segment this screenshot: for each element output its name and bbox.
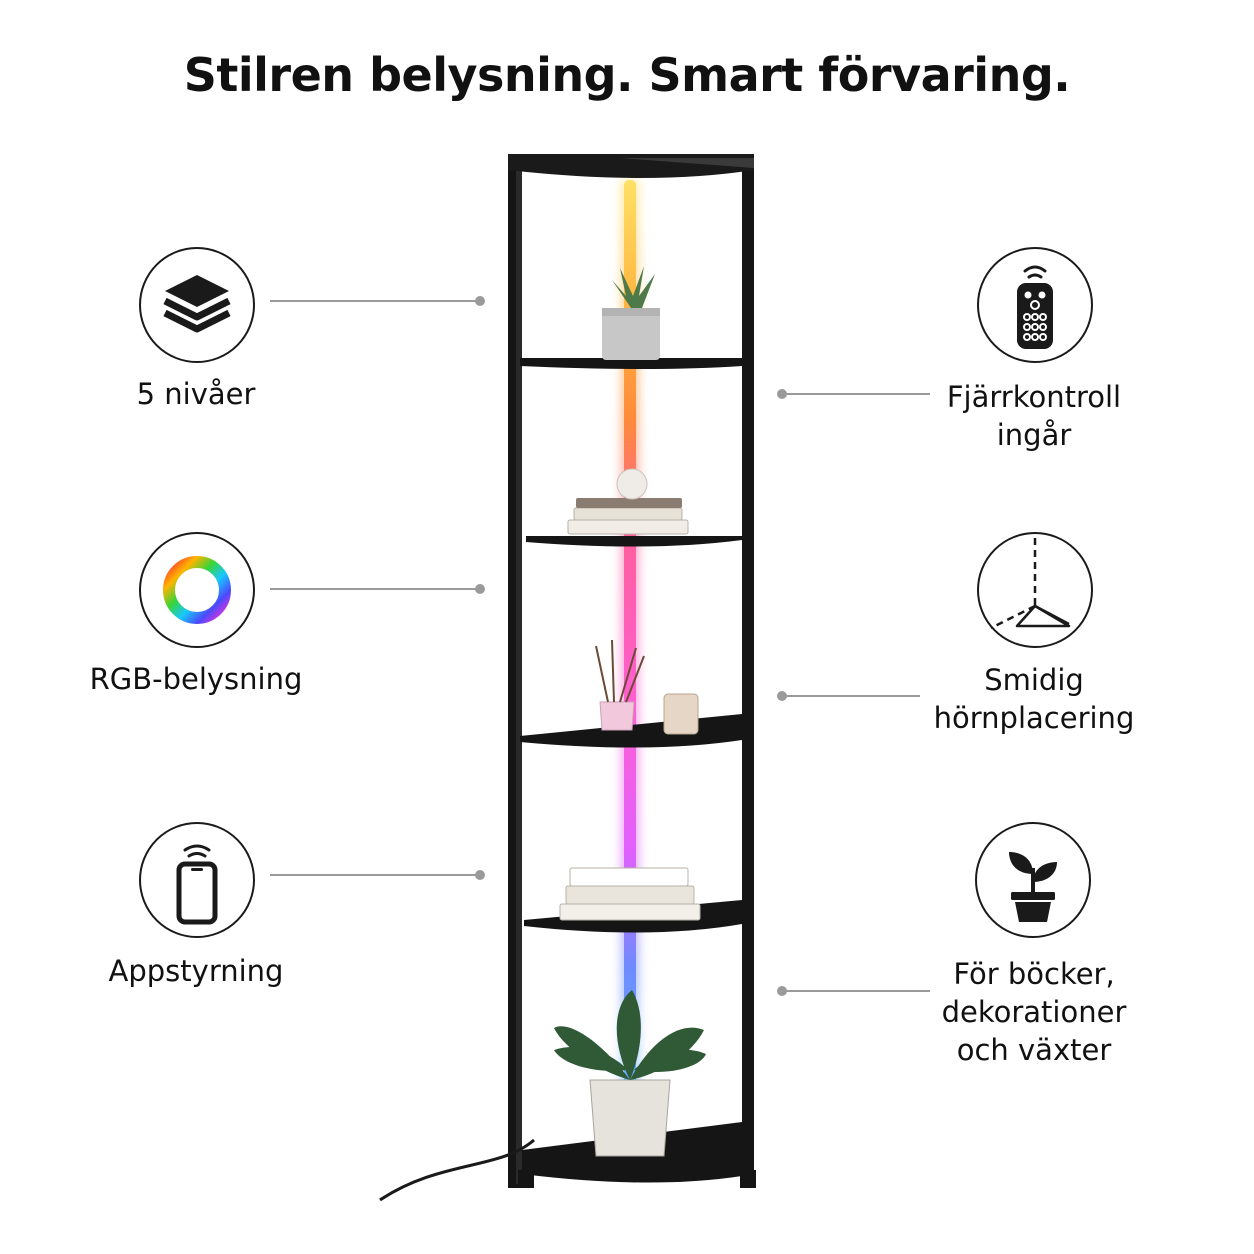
connector-dot (475, 870, 485, 880)
page-title: Stilren belysning. Smart förvaring. (183, 48, 1071, 102)
remote-control-icon (977, 247, 1093, 363)
connector-dot (475, 296, 485, 306)
shelf-2 (526, 536, 742, 547)
frame-post-right (742, 158, 754, 1188)
feature-label-storage-line1: För böcker, (953, 957, 1115, 991)
feature-label-corner-line2: hörnplacering (933, 701, 1135, 735)
feature-label-corner-line1: Smidig (984, 663, 1084, 697)
feature-label-levels: 5 nivåer (136, 377, 256, 411)
book (573, 507, 683, 521)
smartphone-icon (139, 822, 255, 938)
feature-label-remote: Fjärrkontroll ingår (864, 378, 1204, 454)
feature-label-corner: Smidig hörnplacering (864, 661, 1204, 737)
layers-icon (139, 247, 255, 363)
connector-line (270, 300, 480, 302)
connector-dot (777, 986, 787, 996)
succulent (612, 266, 655, 308)
feature-label-rgb: RGB-belysning (89, 662, 303, 696)
connector-line (782, 393, 930, 395)
book (569, 867, 689, 887)
feature-label-storage-line3: och växter (956, 1033, 1112, 1067)
feature-label-app: Appstyrning (108, 954, 284, 988)
feature-label-storage-line2: dekorationer (941, 995, 1127, 1029)
ceramic-pot (589, 1079, 671, 1157)
connector-line (270, 588, 480, 590)
concrete-pot (602, 308, 660, 360)
shelf-top (508, 154, 754, 178)
book (576, 498, 682, 508)
plant-leaves (554, 990, 706, 1080)
connector-line (782, 990, 930, 992)
reed-diffuser (599, 701, 635, 731)
corner-icon (977, 532, 1093, 648)
power-cord (379, 1138, 535, 1202)
decor-ball (616, 468, 648, 500)
book (559, 903, 701, 921)
connector-dot (475, 584, 485, 594)
connector-dot (777, 389, 787, 399)
connector-dot (777, 691, 787, 701)
connector-line (782, 695, 920, 697)
potted-plant-icon (975, 822, 1091, 938)
connector-line (270, 874, 480, 876)
corner-shelf-illustration (350, 140, 790, 1220)
book (565, 885, 695, 905)
frame-post-back (516, 164, 522, 1184)
feature-label-storage: För böcker, dekorationer och växter (864, 955, 1204, 1069)
feature-label-remote-line1: Fjärrkontroll (946, 380, 1122, 414)
color-ring-icon (139, 532, 255, 648)
shelf-1 (520, 358, 742, 369)
book (567, 519, 689, 535)
candle-jar (663, 693, 699, 735)
feature-label-remote-line2: ingår (996, 418, 1072, 452)
